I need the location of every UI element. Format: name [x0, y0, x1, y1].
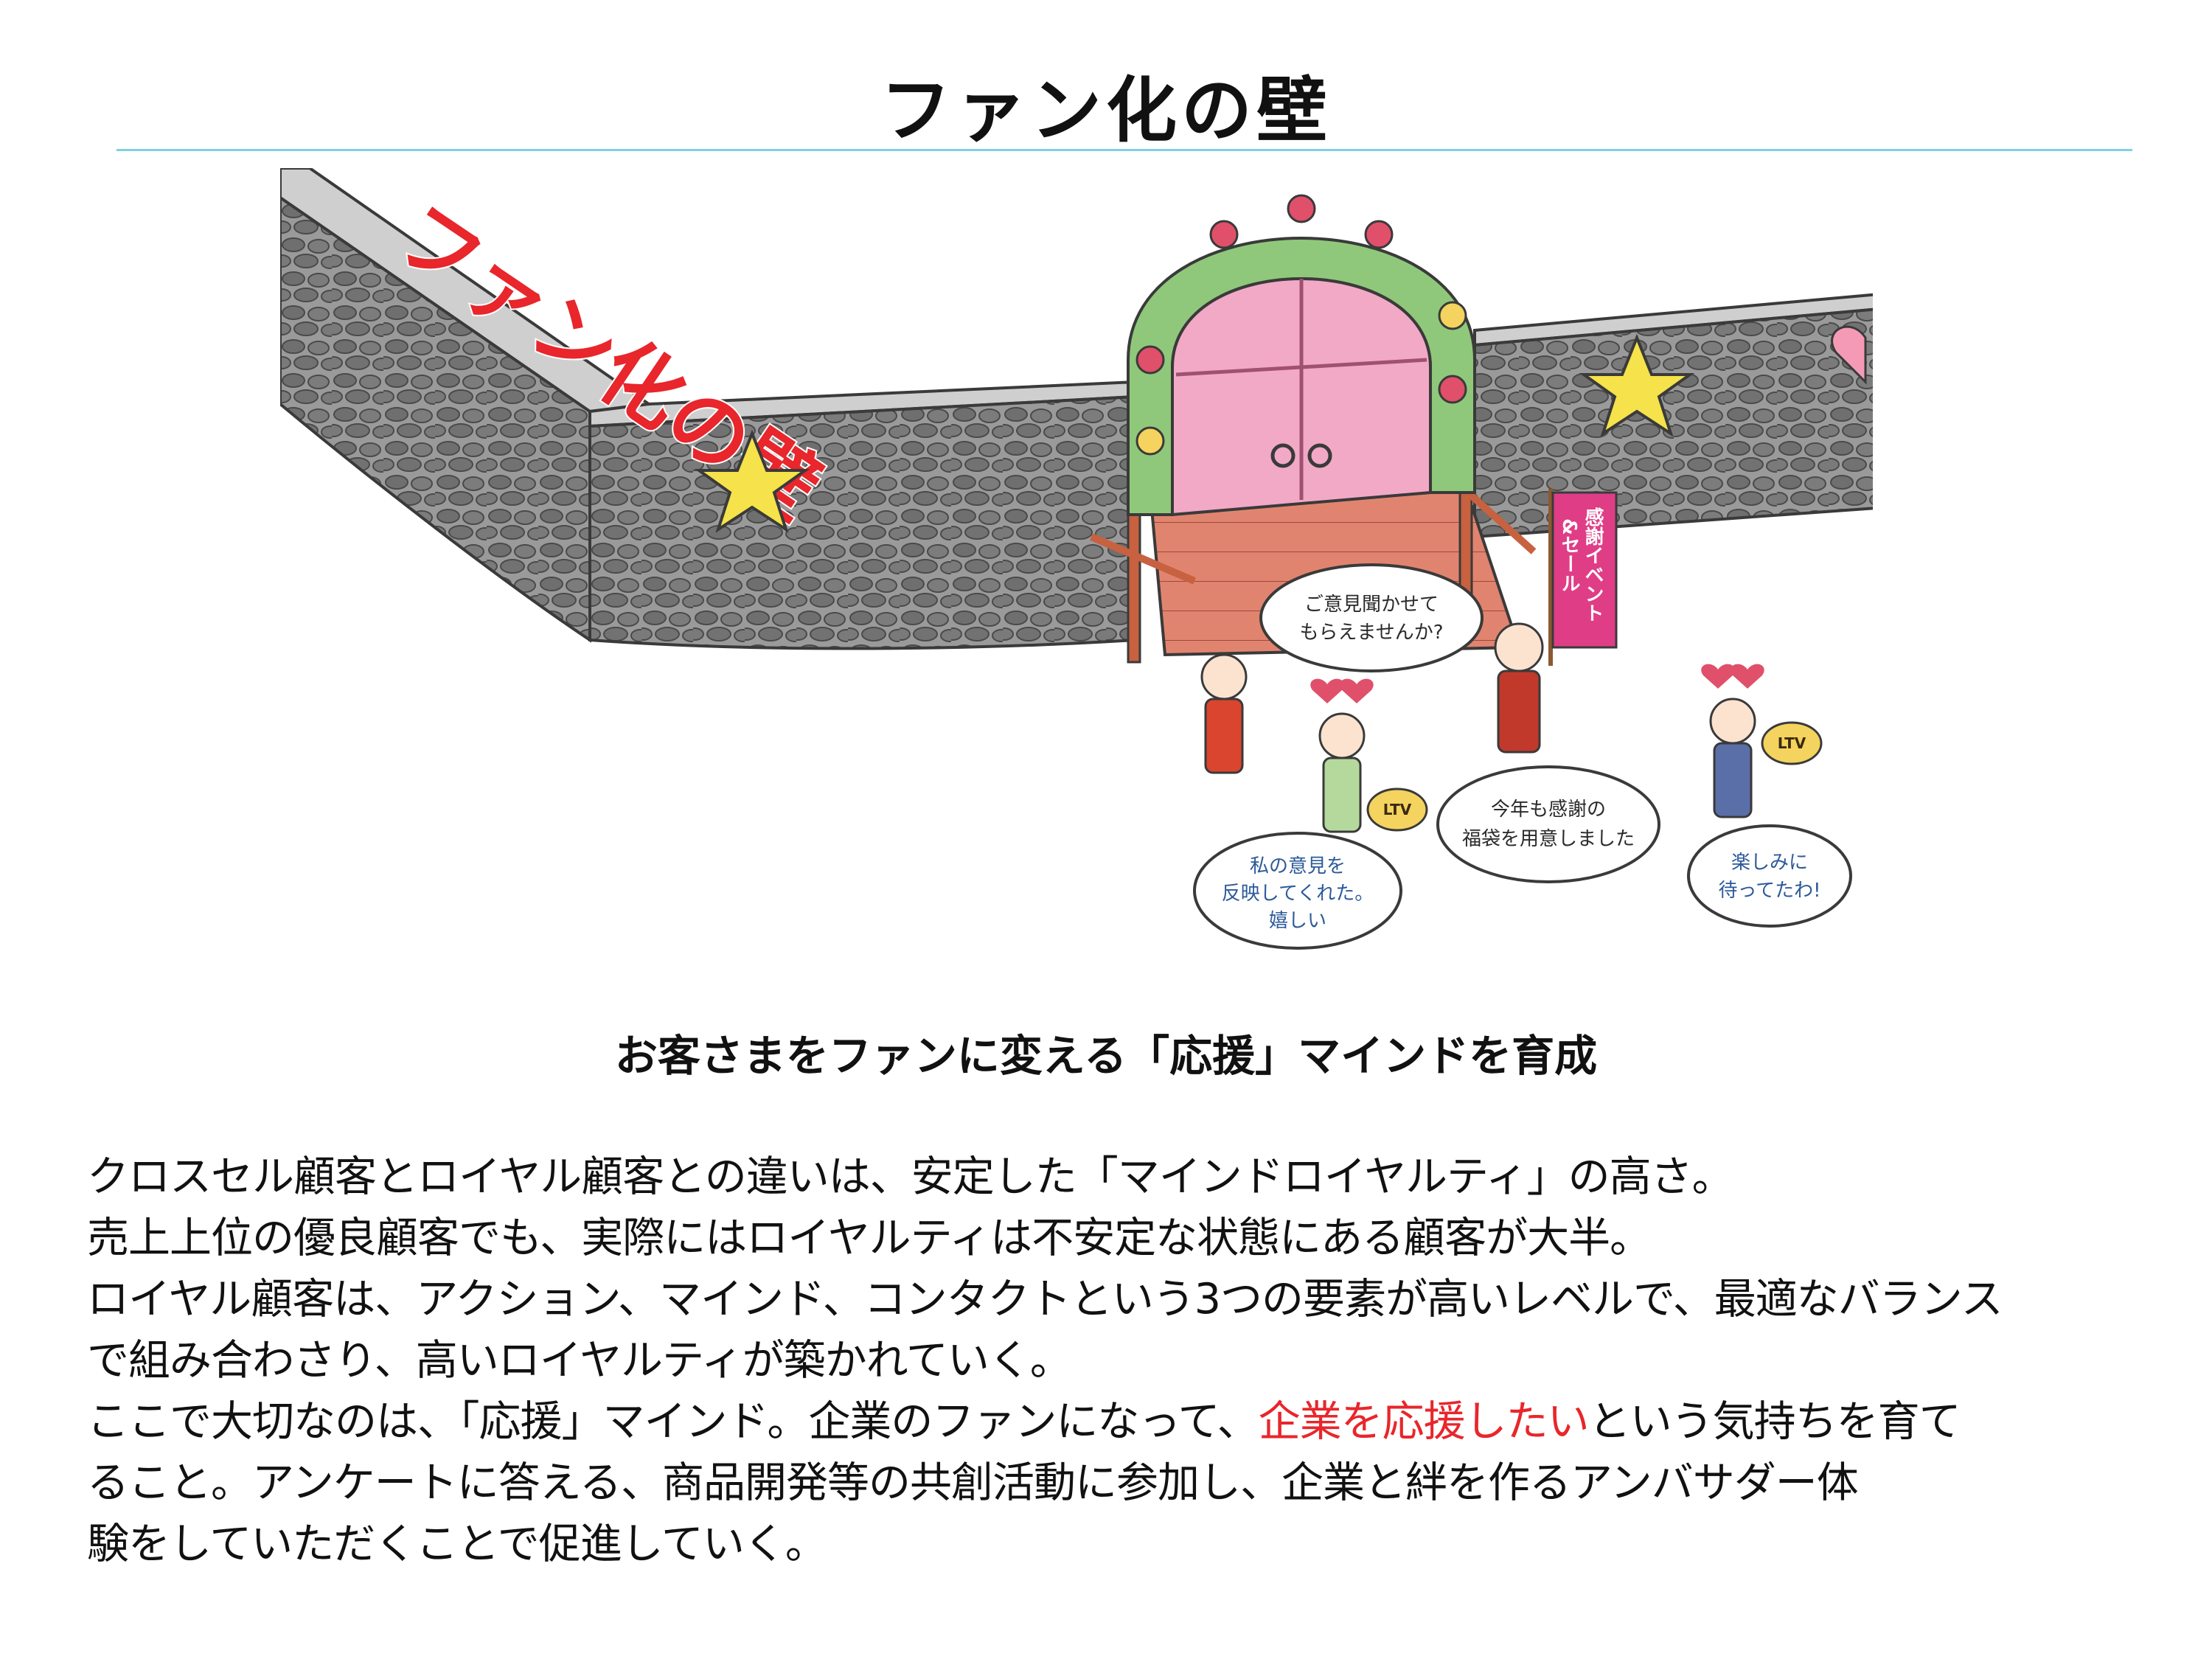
star-icon [1579, 333, 1695, 437]
rose-icon [1364, 220, 1394, 249]
rose-icon [1135, 345, 1165, 375]
wall-face-right [1473, 307, 1873, 539]
heart-icon [1340, 678, 1374, 703]
fan-wall-illustration: ファン化の壁 感謝イベント &セール ご意見聞かせて もらえませんか? 今年も感… [280, 168, 1873, 950]
ltv-bag-right: LTV [1778, 734, 1806, 752]
section-subtitle: お客さまをファンに変える「応援」マインドを育成 [614, 1031, 1598, 1081]
event-banner [1551, 491, 1618, 649]
body-highlight: 企業を応援したい [1258, 1397, 1590, 1446]
rose-icon [1287, 194, 1316, 223]
body-text: クロスセル顧客とロイヤル顧客との違いは、安定した「マインドロイヤルティ」の高さ。… [87, 1147, 2144, 1575]
character-center-kimono [1494, 622, 1544, 754]
page-title: ファン化の壁 [880, 69, 1332, 152]
ltv-bag-left: LTV [1383, 801, 1412, 818]
bubble-right-line-2: 待ってたわ! [1718, 880, 1820, 902]
speech-bubble-center [1436, 765, 1660, 883]
rose-icon [1135, 426, 1165, 456]
star-icon [694, 429, 810, 533]
title-divider [116, 149, 2132, 151]
body-line: で組み合わさり、高いロイヤルティが築かれていく。 [87, 1336, 1072, 1385]
character-left-kimono [1200, 653, 1248, 774]
body-line-text: という気持ちを育て [1588, 1397, 1961, 1446]
body-line: ここで大切なのは、「応援」マインド。企業のファンになって、企業を応援したいという… [87, 1391, 2144, 1453]
bubble-center-line-1: 今年も感謝の [1491, 799, 1606, 821]
speech-bubble-left [1193, 832, 1402, 950]
bubble-top-line-2: もらえませんか? [1299, 622, 1443, 644]
body-line: ること。アンケートに答える、商品開発等の共創活動に参加し、企業と絆を作るアンバサ… [87, 1458, 1859, 1507]
heart-icon [1731, 664, 1764, 689]
heart-icon [1310, 678, 1344, 703]
banner-line-1: 感謝イベント [1582, 507, 1604, 622]
character-customer-left: LTV [1318, 712, 1428, 833]
bubble-center-line-2: 福袋を用意しました [1462, 828, 1635, 850]
bubble-top-line-1: ご意見聞かせて [1304, 594, 1439, 616]
character-customer-right: LTV [1709, 698, 1823, 818]
body-line-text: ここで大切なのは、「応援」マインド。企業のファンになって、 [87, 1397, 1259, 1446]
wall-top-right [1473, 293, 1873, 347]
rose-icon [1438, 375, 1467, 404]
bubble-left-line-3: 嬉しい [1269, 910, 1326, 932]
heart-icon [1831, 325, 1867, 385]
bubble-right-line-1: 楽しみに [1731, 852, 1808, 874]
wall-face-left [280, 195, 591, 643]
rose-icon [1438, 301, 1467, 330]
speech-bubble-right [1687, 824, 1852, 928]
body-line: 験をしていただくことで促進していく。 [87, 1520, 827, 1568]
heart-icon [1701, 664, 1735, 689]
bubble-left-line-2: 反映してくれた。 [1222, 883, 1374, 905]
bubble-left-line-1: 私の意見を [1250, 855, 1346, 877]
body-line: 売上上位の優良顧客でも、実際にはロイヤルティは不安定な状態にある顧客が大半。 [87, 1214, 1652, 1262]
banner-line-2: &セール [1558, 518, 1580, 593]
speech-bubble-top [1259, 563, 1484, 672]
rose-icon [1209, 220, 1239, 249]
wall-face-middle [588, 394, 1137, 650]
body-line: ロイヤル顧客は、アクション、マインド、コンタクトという3つの要素が高いレベルで、… [87, 1275, 2003, 1324]
body-line: クロスセル顧客とロイヤル顧客との違いは、安定した「マインドロイヤルティ」の高さ。 [87, 1152, 1734, 1201]
